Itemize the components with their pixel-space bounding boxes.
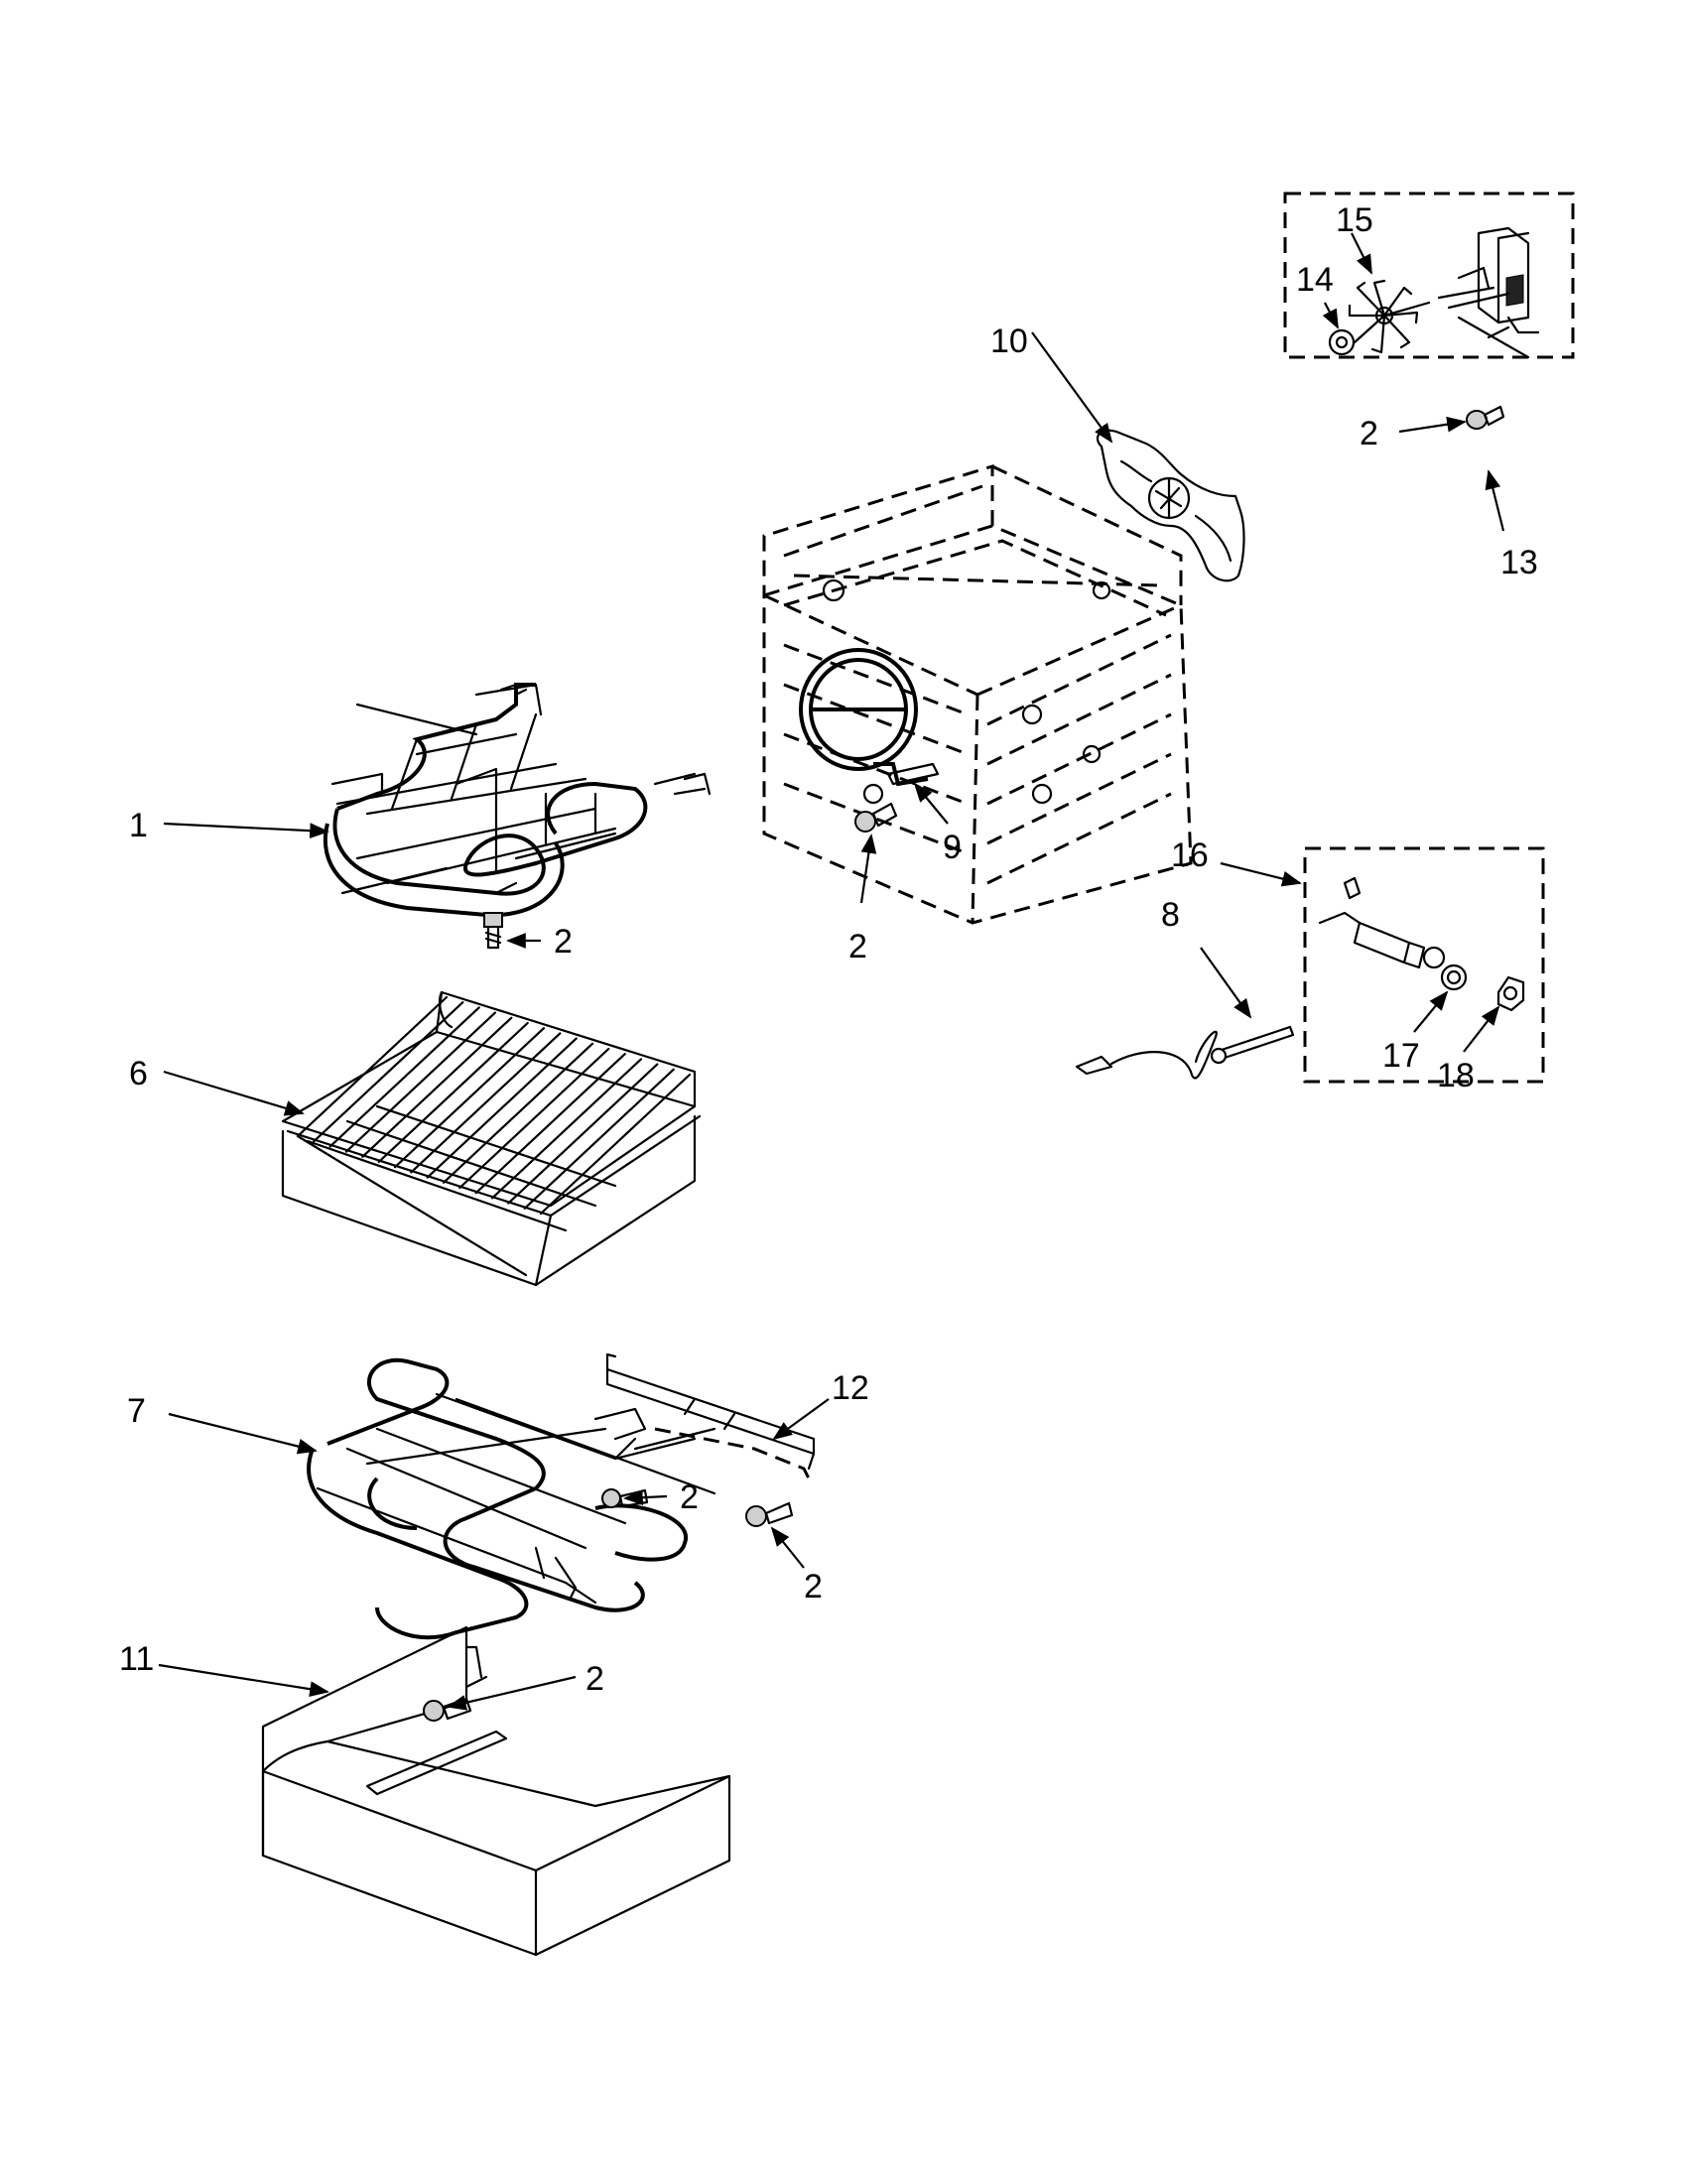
element-bracket [605,1352,816,1471]
fan-motor [1437,226,1540,359]
temperature-sensor [1318,876,1446,969]
screw-part-13 [1466,405,1505,430]
convection-element [799,648,940,787]
callout-13: 13 [1500,544,1538,581]
callout-6: 6 [129,1055,148,1092]
callout-2: 2 [680,1478,699,1516]
fan-baffle [1096,429,1245,582]
callout-7: 7 [127,1392,146,1430]
callout-15: 15 [1336,201,1373,239]
fan-motor-kit [1283,192,1575,359]
bracket-dashed-line [654,1427,811,1479]
callout-2: 2 [848,928,867,965]
sensor-kit [1303,846,1545,1084]
oven-cavity [762,463,1193,925]
screw-part-1 [483,912,503,950]
callout-1: 1 [129,807,148,844]
nut-part-18 [1496,975,1525,1012]
fan-blade [1348,279,1431,354]
lock-washer-part-17 [1440,964,1468,991]
callout-14: 14 [1296,261,1334,299]
callout-labels: 1 2 2 2 2 2 2 6 7 8 9 10 11 12 13 14 15 … [119,201,1538,1698]
callout-17: 17 [1382,1037,1420,1075]
upper-heating-element [323,683,712,918]
callout-11: 11 [119,1640,154,1678]
callout-2: 2 [1360,415,1378,452]
nut-part-14 [1328,328,1356,356]
callout-2: 2 [585,1660,604,1698]
callout-12: 12 [832,1369,869,1407]
callout-18: 18 [1437,1057,1475,1094]
callout-2: 2 [554,923,573,961]
callout-9: 9 [943,829,962,866]
callout-16: 16 [1171,836,1209,874]
callout-8: 8 [1161,896,1180,934]
screw-part-12 [745,1501,794,1527]
screw-part-11 [423,1697,472,1722]
callout-10: 10 [990,322,1028,360]
oven-rack [281,990,702,1287]
leader-lines [158,232,1505,1711]
callout-2: 2 [804,1568,823,1606]
heat-deflector [261,1625,731,1957]
meat-probe [1075,1025,1295,1080]
screw-part-9 [854,802,898,833]
lower-heating-element [307,1357,716,1640]
